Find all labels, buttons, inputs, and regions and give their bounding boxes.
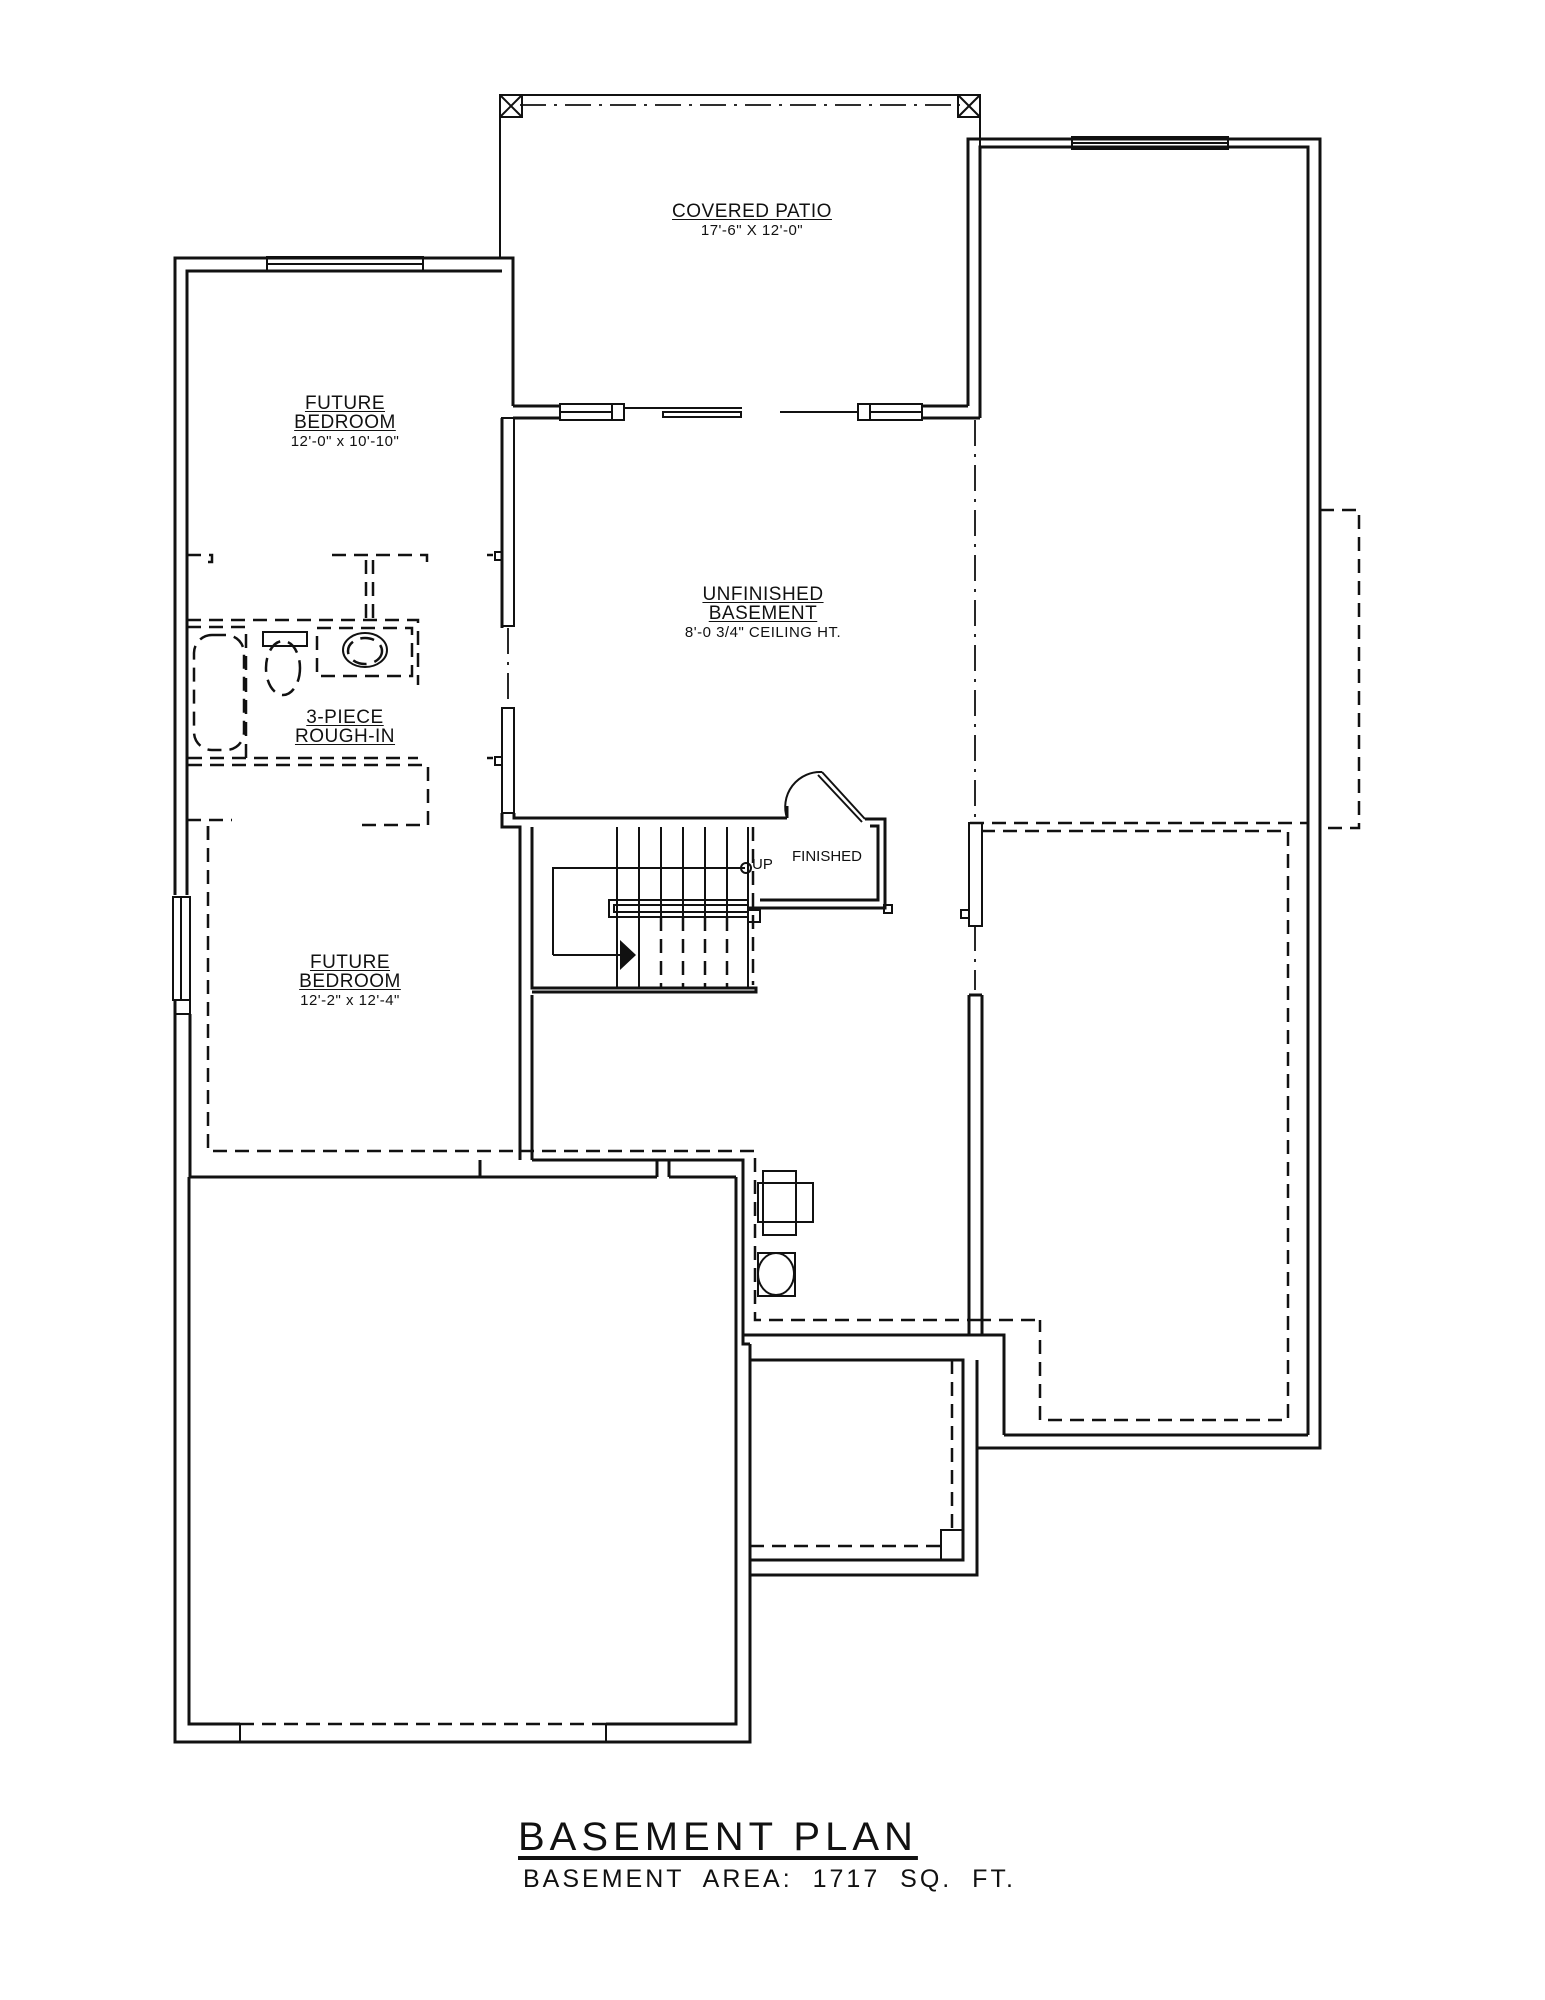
bath-rough-in: [187, 553, 493, 840]
lower-storage-room: [741, 1335, 1004, 1577]
room-dimensions: 8'-0 3/4" CEILING HT.: [684, 624, 842, 641]
room-name-line2: BASEMENT: [708, 603, 818, 624]
room-name-line2: BEDROOM: [294, 412, 396, 433]
garage-walls: [173, 1160, 752, 1744]
bedroom-2-label: FUTURE BEDROOM 12'-2" x 12'-4": [299, 953, 401, 1008]
bath-rough-in-label: 3-PIECE ROUGH-IN: [295, 708, 395, 746]
stair-up-label: UP: [752, 856, 773, 873]
room-dimensions: 17'-6" X 12'-0": [700, 222, 804, 239]
room-name-line2: BEDROOM: [299, 971, 401, 992]
furnace-icon: [762, 1170, 797, 1236]
post-icon: [957, 94, 981, 118]
room-name-line1: UNFINISHED: [702, 584, 824, 605]
left-wing-walls: [172, 256, 980, 1720]
door-swing-icon: [784, 770, 823, 819]
covered-patio-outline: [499, 94, 981, 258]
post-icon: [499, 94, 523, 118]
room-dimensions: 12'-2" x 12'-4": [300, 992, 400, 1009]
room-name-line1: FUTURE: [304, 393, 386, 414]
covered-patio-label: COVERED PATIO 17'-6" X 12'-0": [672, 202, 832, 238]
bedroom-1-label: FUTURE BEDROOM 12'-0" x 10'-10": [291, 394, 400, 449]
bedroom2-finish-line: [206, 826, 520, 1153]
stair-start-icon: [740, 862, 752, 874]
right-wing-walls: [917, 136, 1361, 1450]
plan-title: BASEMENT PLAN: [518, 1815, 918, 1859]
room-name-line2: ROUGH-IN: [294, 726, 396, 747]
room-name-line1: FUTURE: [309, 952, 391, 973]
room-name-line1: 3-PIECE: [306, 707, 384, 728]
room-dimensions: 12'-0" x 10'-10": [290, 433, 400, 450]
mechanical-area: [520, 1149, 1040, 1337]
unfinished-basement-label: UNFINISHED BASEMENT 8'-0 3/4" CEILING HT…: [685, 585, 841, 640]
room-name: COVERED PATIO: [672, 201, 832, 222]
stair-assembly: [530, 770, 893, 994]
stair-arrow-icon: [620, 940, 636, 970]
basement-area-label: BASEMENT AREA: 1717 SQ. FT.: [523, 1865, 1016, 1893]
finished-landing-label: FINISHED: [792, 848, 863, 865]
